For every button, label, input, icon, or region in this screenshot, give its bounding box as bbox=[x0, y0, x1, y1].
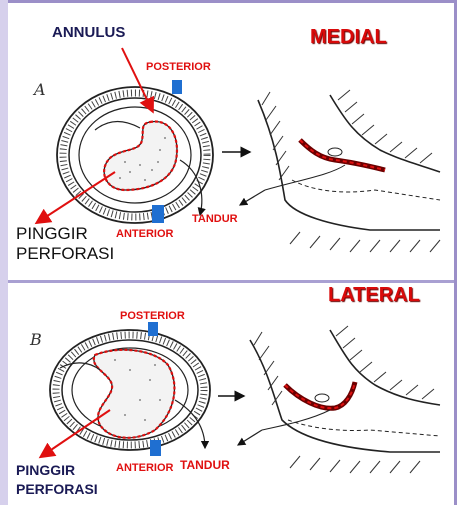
perforasi-label-a: PERFORASI bbox=[16, 244, 114, 264]
pinggir-label-a: PINGGIR bbox=[16, 224, 88, 244]
cross-section-a bbox=[240, 90, 440, 252]
panel-letter-b: B bbox=[30, 330, 42, 349]
eardrum-b bbox=[50, 330, 210, 450]
pinggir-arrow-b bbox=[42, 410, 110, 456]
eardrum-a bbox=[57, 87, 213, 223]
posterior-marker-a bbox=[172, 80, 182, 94]
anterior-marker-b bbox=[150, 440, 161, 456]
tandur-label-a: TANDUR bbox=[192, 213, 238, 225]
panel-letter-a: A bbox=[34, 80, 46, 99]
posterior-label-a: POSTERIOR bbox=[146, 61, 211, 73]
medial-title: MEDIAL bbox=[310, 26, 387, 49]
lateral-title: LATERAL bbox=[328, 284, 420, 307]
posterior-label-b: POSTERIOR bbox=[120, 310, 185, 322]
cross-section-b bbox=[238, 326, 440, 473]
posterior-marker-b bbox=[148, 322, 158, 336]
anterior-marker-a bbox=[152, 205, 164, 223]
annulus-label: ANNULUS bbox=[52, 24, 125, 41]
anterior-label-b: ANTERIOR bbox=[116, 462, 173, 474]
perforasi-label-b: PERFORASI bbox=[16, 481, 98, 497]
tandur-label-b: TANDUR bbox=[180, 458, 230, 472]
annulus-arrow-a bbox=[122, 48, 152, 110]
anterior-label-a: ANTERIOR bbox=[116, 228, 173, 240]
pinggir-label-b: PINGGIR bbox=[16, 462, 75, 478]
